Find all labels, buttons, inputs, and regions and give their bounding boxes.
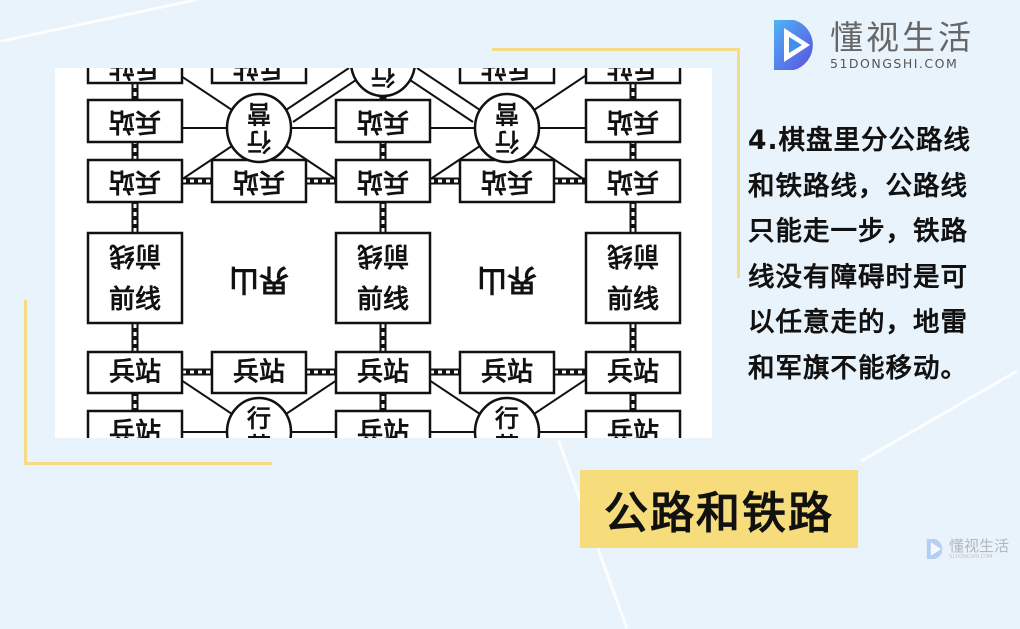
play-logo-icon <box>926 539 943 559</box>
frontline-box <box>86 231 184 325</box>
board-label: 兵站 <box>607 166 659 196</box>
title-banner: 公路和铁路 <box>580 470 858 548</box>
station-box <box>334 350 432 395</box>
station-box <box>584 409 682 438</box>
frontline-box <box>334 231 432 325</box>
station-box <box>334 409 432 438</box>
description-line: 以任意走的，地雷 <box>748 307 968 338</box>
frame-line <box>492 48 740 51</box>
station-box <box>334 98 432 144</box>
board-label: 兵站 <box>607 418 659 438</box>
board-label: 营 <box>495 100 519 129</box>
board-label: 兵站 <box>109 68 161 82</box>
description-text: 4.棋盘里分公路线 和铁路线，公路线 只能走一步，铁路 线没有障碍时是可 以任意… <box>748 118 1018 391</box>
background-line <box>0 0 197 43</box>
board-label: 兵站 <box>481 166 533 196</box>
board-label: 前线 <box>109 284 161 315</box>
watermark-domain: 51DONGSHI.COM <box>949 554 993 560</box>
station-box <box>584 350 682 395</box>
description-line: 只能走一步，铁路 <box>748 216 968 247</box>
frame-line <box>737 48 740 278</box>
board-label: 兵站 <box>109 358 161 388</box>
station-box <box>210 68 308 85</box>
board-label: 兵站 <box>357 418 409 438</box>
watermark-name: 懂视生活 <box>949 537 1010 555</box>
frame-line <box>24 300 27 464</box>
station-box <box>86 409 184 438</box>
board-label: 前线 <box>109 240 161 271</box>
description-line: 和军旗不能移动。 <box>748 352 968 384</box>
camp-circle <box>225 92 293 164</box>
description-line: 线没有障碍时是可 <box>748 261 968 293</box>
board-label: 营 <box>247 432 271 439</box>
board-label: 兵站 <box>607 106 659 136</box>
station-box <box>584 158 682 204</box>
logo: 懂视生活 51DONGSHI.COM <box>772 18 974 72</box>
board-label: 行 <box>495 128 520 157</box>
station-box <box>86 68 184 85</box>
board-label: 兵站 <box>607 358 659 388</box>
station-box <box>210 158 308 204</box>
slide-title: 公路和铁路 <box>604 488 834 539</box>
station-box <box>458 158 556 204</box>
board-label: 兵站 <box>109 106 161 136</box>
board-label: 前线 <box>607 284 659 315</box>
station-box <box>210 350 308 395</box>
station-box <box>584 98 682 144</box>
station-box <box>458 350 556 395</box>
station-box <box>458 68 556 85</box>
board-label: 营 <box>495 432 519 439</box>
board-label: 兵站 <box>357 358 409 388</box>
board-label: 兵站 <box>481 358 533 388</box>
description-line: 4.棋盘里分公路线 <box>748 125 972 156</box>
station-box <box>334 158 432 204</box>
board-label: 兵站 <box>233 68 285 82</box>
station-box <box>86 350 184 395</box>
camp-circle <box>473 92 541 164</box>
board-label: 兵站 <box>357 166 409 196</box>
board-label: 兵站 <box>109 418 161 438</box>
description-line: 和铁路线，公路线 <box>748 170 968 202</box>
board-label: 界山 <box>477 262 537 297</box>
logo-domain: 51DONGSHI.COM <box>830 55 959 71</box>
camp-circle <box>350 68 416 98</box>
board-label: 行 <box>371 68 396 91</box>
board-label: 行 <box>246 404 271 433</box>
board-label: 兵站 <box>357 106 409 136</box>
board-label: 行 <box>247 128 272 157</box>
board-label: 前线 <box>607 240 659 271</box>
station-box <box>86 158 184 204</box>
watermark: 懂视生活 51DONGSHI.COM <box>926 538 1009 560</box>
logo-name: 懂视生活 <box>830 17 974 57</box>
frontline-box <box>584 231 682 325</box>
board-label: 营 <box>247 100 271 129</box>
station-box <box>86 98 184 144</box>
play-logo-icon <box>774 20 813 70</box>
frame-line <box>24 462 272 465</box>
camp-circle <box>225 396 293 438</box>
board-label: 兵站 <box>607 68 659 82</box>
board-label: 前线 <box>357 284 409 315</box>
board-label: 界山 <box>229 262 289 297</box>
board-label: 兵站 <box>233 166 285 196</box>
board-label: 前线 <box>357 240 409 271</box>
board-label: 兵站 <box>233 358 285 388</box>
board-label: 行 <box>494 404 519 433</box>
station-box <box>584 68 682 85</box>
camp-circle <box>473 396 541 438</box>
board-label: 兵站 <box>109 166 161 196</box>
board-label: 兵站 <box>481 68 533 82</box>
junqi-board-image: 兵站兵站兵站兵站兵站兵站兵站兵站兵站兵站兵站兵站兵站兵站兵站兵站兵站兵站兵站兵站… <box>55 68 712 438</box>
